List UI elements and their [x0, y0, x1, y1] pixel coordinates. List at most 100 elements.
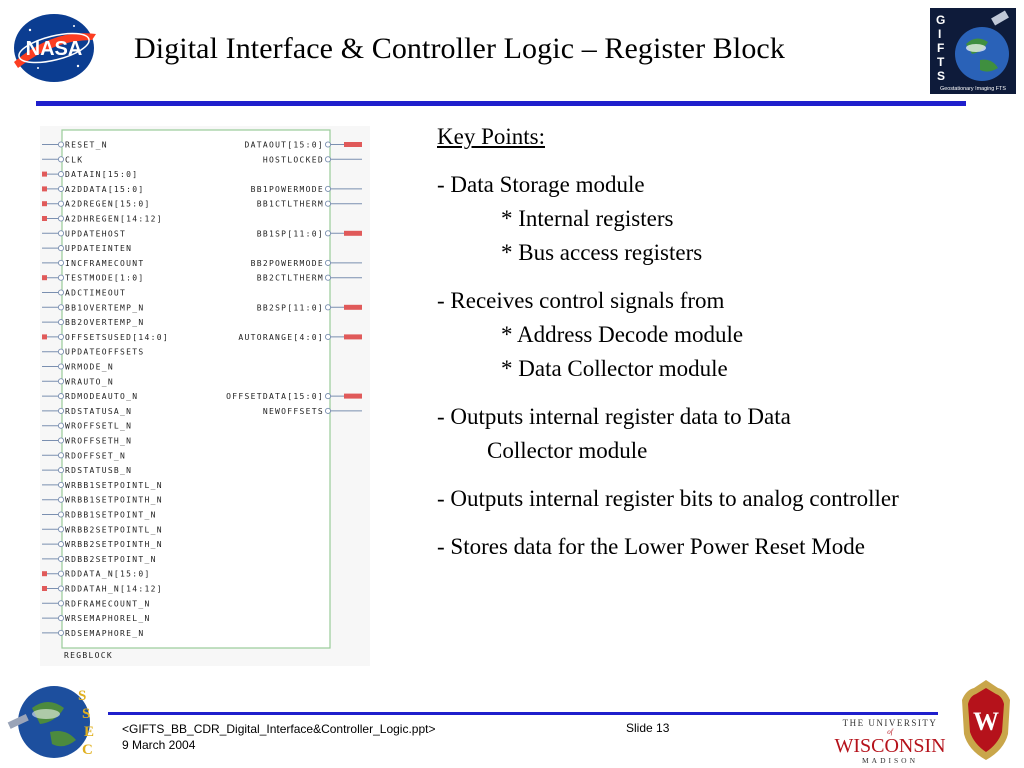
pin-bubble: [57, 156, 65, 163]
output-pin: BB2SP[11:0]: [257, 303, 362, 312]
input-pin: WRAUTO_N: [42, 377, 114, 386]
output-pin-label: HOSTLOCKED: [263, 155, 324, 164]
pin-bubble: [57, 141, 65, 148]
input-pin-label: ADCTIMEOUT: [65, 289, 126, 298]
output-pin: BB2POWERMODE: [251, 259, 362, 268]
input-pin-label: RDBB1SETPOINT_N: [65, 511, 157, 520]
footer-rule: [108, 712, 938, 715]
bus-marker: [42, 216, 47, 221]
output-pins: DATAOUT[15:0]HOSTLOCKEDBB1POWERMODEBB1CT…: [226, 141, 362, 416]
input-pin: RDBB1SETPOINT_N: [42, 511, 157, 520]
input-pin-label: WRAUTO_N: [65, 377, 114, 386]
input-pin-label: WRBB2SETPOINTL_N: [65, 525, 163, 534]
input-pin: RDMODEAUTO_N: [42, 392, 137, 401]
input-pin: WRBB1SETPOINTH_N: [42, 496, 163, 505]
pin-bubble: [324, 156, 332, 163]
pin-bubble: [324, 230, 332, 237]
pin-bubble: [57, 526, 65, 533]
footer-filename: <GIFTS_BB_CDR_Digital_Interface&Controll…: [122, 722, 436, 736]
input-pin-label: RDSTATUSA_N: [65, 407, 132, 416]
output-pin-label: OFFSETDATA[15:0]: [226, 392, 324, 401]
input-pin: UPDATEOFFSETS: [42, 348, 143, 357]
input-pin: CLK: [42, 155, 82, 164]
input-pin-label: WRBB1SETPOINTH_N: [65, 496, 163, 505]
key-point-subitem: * Data Collector module: [501, 356, 728, 381]
pin-bubble: [57, 437, 65, 444]
pin-bubble: [57, 481, 65, 488]
bus-marker: [42, 186, 47, 192]
key-point: - Stores data for the Lower Power Reset …: [437, 530, 1022, 564]
pin-bubble: [324, 185, 332, 192]
output-pin: BB2CTLTHERM: [257, 274, 362, 283]
input-pin: A2DREGEN[15:0]: [42, 200, 151, 209]
pin-bubble: [57, 407, 65, 414]
pin-bubble: [57, 289, 65, 296]
input-pin-label: A2DHREGEN[14:12]: [65, 215, 163, 224]
ssec-logo: S S E C: [7, 686, 94, 758]
pin-bubble: [324, 407, 332, 414]
output-pin: DATAOUT[15:0]: [244, 141, 362, 150]
pin-bubble: [57, 511, 65, 518]
block-name-label: REGBLOCK: [64, 651, 113, 660]
input-pin: WRSEMAPHOREL_N: [42, 614, 149, 623]
ssec-logo-letter: E: [84, 724, 94, 740]
key-point: - Data Storage module * Internal registe…: [437, 168, 1022, 270]
pin-bubble: [57, 422, 65, 429]
input-pin: TESTMODE[1:0]: [42, 274, 143, 283]
pin-bubble: [324, 333, 332, 340]
ssec-logo-letter: S: [78, 688, 86, 704]
bus-marker: [344, 393, 362, 399]
input-pin: RDBB2SETPOINT_N: [42, 555, 157, 564]
gifts-logo-letter: F: [937, 41, 944, 55]
output-pin: HOSTLOCKED: [263, 155, 362, 164]
input-pin: UPDATEINTEN: [42, 244, 131, 253]
key-point-subitem: * Bus access registers: [501, 240, 703, 265]
bus-marker: [344, 142, 362, 147]
input-pin: RDDATA_N[15:0]: [42, 570, 149, 579]
input-pin: RDOFFSET_N: [42, 451, 126, 460]
key-point-text: - Outputs internal register bits to anal…: [437, 486, 899, 511]
uw-wordmark-of: of: [887, 728, 894, 736]
input-pin-label: A2DDATA[15:0]: [65, 185, 145, 194]
pin-bubble: [57, 200, 65, 207]
input-pin: WRBB2SETPOINTL_N: [42, 525, 163, 534]
output-pin-label: BB2CTLTHERM: [257, 274, 324, 283]
pin-bubble: [57, 629, 65, 636]
input-pin-label: RDOFFSET_N: [65, 451, 126, 460]
pin-bubble: [324, 259, 332, 266]
output-pin: AUTORANGE[4:0]: [238, 333, 362, 342]
input-pin: RESET_N: [42, 141, 107, 150]
output-pin-label: DATAOUT[15:0]: [244, 141, 324, 150]
input-pin-label: DATAIN[15:0]: [65, 170, 138, 179]
input-pin: DATAIN[15:0]: [42, 170, 138, 179]
pin-bubble: [324, 200, 332, 207]
bus-marker: [42, 201, 47, 207]
pin-bubble: [324, 141, 332, 148]
output-pin-label: BB1POWERMODE: [251, 185, 324, 194]
uw-wordmark-line3: MADISON: [862, 756, 918, 765]
input-pin-label: WROFFSETH_N: [65, 437, 132, 446]
key-point-text: - Outputs internal register data to Data: [437, 404, 791, 429]
input-pin-label: A2DREGEN[15:0]: [65, 200, 151, 209]
gifts-logo-letter: S: [937, 69, 945, 83]
slide-number: Slide 13: [626, 721, 670, 735]
input-pin: OFFSETSUSED[14:0]: [42, 333, 168, 342]
key-point: - Outputs internal register data to Data…: [437, 400, 1022, 468]
pin-bubble: [324, 274, 332, 281]
input-pin: UPDATEHOST: [42, 229, 125, 238]
pin-bubble: [57, 363, 65, 370]
gifts-logo: G I F T S Geostationary Imaging FTS: [930, 8, 1016, 94]
ssec-logo-letter: C: [82, 742, 93, 758]
regblock-schematic: RESET_N CLK DATAIN[15:0] A2DDATA[15:0] A2DRE…: [40, 126, 370, 666]
bus-marker: [42, 586, 47, 591]
pin-bubble: [57, 333, 65, 340]
input-pin-label: RDBB2SETPOINT_N: [65, 555, 157, 564]
input-pin-label: RDFRAMECOUNT_N: [65, 599, 151, 608]
input-pin: RDSTATUSA_N: [42, 407, 132, 416]
pin-bubble: [57, 245, 65, 252]
pin-bubble: [57, 259, 65, 266]
ssec-logo-letter: S: [82, 706, 90, 722]
pin-bubble: [57, 171, 65, 178]
input-pin: WROFFSETH_N: [42, 437, 132, 446]
input-pin: A2DDATA[15:0]: [42, 185, 145, 194]
